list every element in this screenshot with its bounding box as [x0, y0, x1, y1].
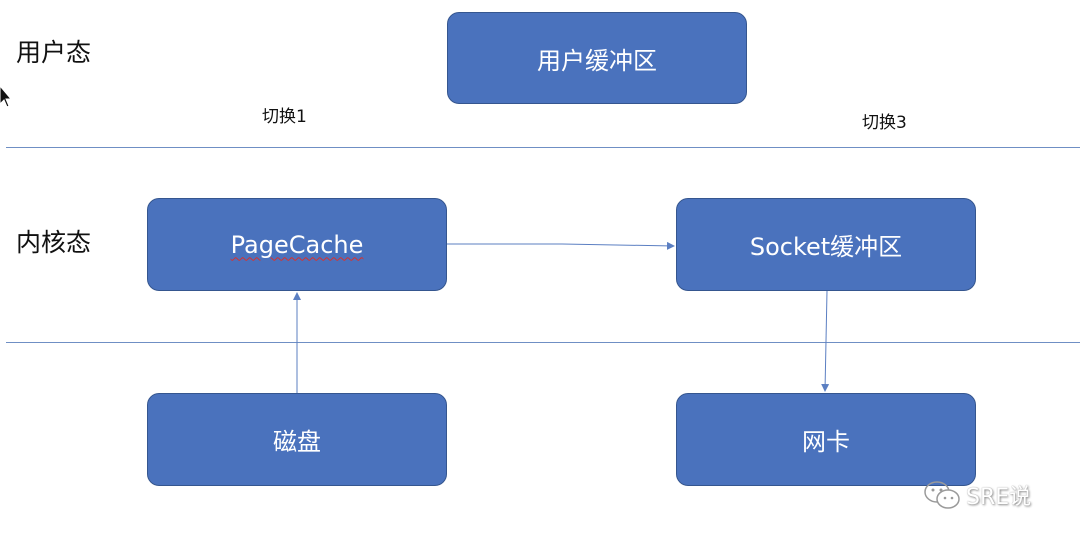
- switch-1-label: 切换1: [262, 107, 307, 127]
- switch-3-label: 切换3: [862, 113, 907, 133]
- socket-buffer-label: Socket缓冲区: [749, 233, 903, 261]
- kernel-hardware-divider: [6, 342, 1080, 343]
- nic-box: 网卡: [676, 393, 976, 486]
- nic-label: 网卡: [802, 428, 850, 456]
- disk-label: 磁盘: [273, 428, 321, 456]
- mouse-cursor-icon: [0, 86, 12, 108]
- page-cache-label: PageCache: [230, 230, 364, 259]
- disk-box: 磁盘: [147, 393, 447, 486]
- user-buffer-label: 用户缓冲区: [537, 46, 657, 75]
- watermark: SRE说: [922, 478, 1031, 512]
- watermark-text: SRE说: [966, 485, 1032, 510]
- wechat-icon: [924, 481, 960, 509]
- user-mode-label: 用户态: [16, 38, 92, 67]
- socket-buffer-box: Socket缓冲区: [676, 198, 976, 291]
- pagecache-to-socket-arrow: [447, 241, 675, 250]
- page-cache-box: PageCache: [147, 198, 447, 291]
- socket-to-nic-arrow: [821, 290, 830, 392]
- user-buffer-box: 用户缓冲区: [447, 12, 747, 104]
- kernel-mode-label: 内核态: [16, 228, 92, 257]
- user-kernel-divider: [6, 147, 1080, 148]
